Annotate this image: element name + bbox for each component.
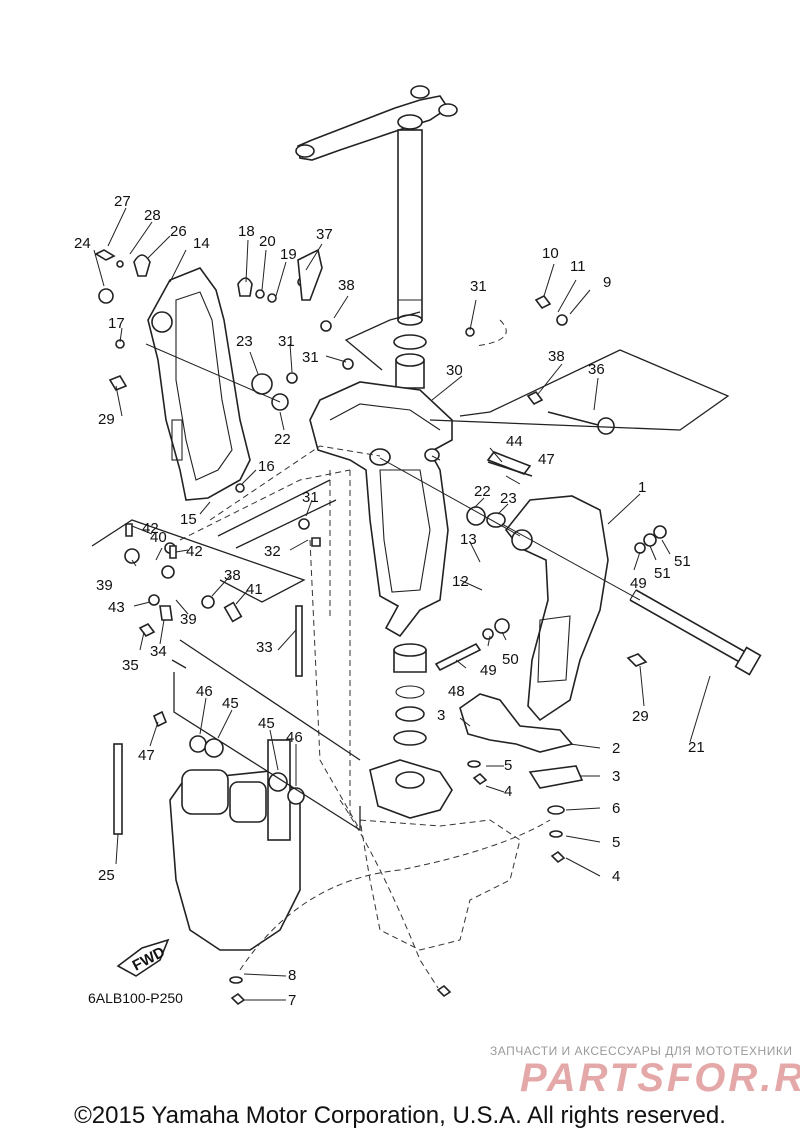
callout-32: 32	[264, 543, 281, 560]
callout-40: 40	[150, 529, 167, 546]
callout-29b: 29	[632, 708, 649, 725]
callout-labels: 1 2 3 3 4 4 5 5 6 7 8 9 10 11 12 13 14 1…	[74, 193, 705, 1009]
fasteners	[94, 248, 667, 1006]
callout-3a: 3	[437, 707, 445, 724]
callout-1: 1	[638, 479, 646, 496]
callout-7: 7	[288, 992, 296, 1009]
callout-13: 13	[460, 531, 477, 548]
callout-6: 6	[612, 800, 620, 817]
callout-5b: 5	[612, 834, 620, 851]
tilt-tube	[629, 589, 762, 676]
callout-41: 41	[246, 581, 263, 598]
callout-31c: 31	[302, 349, 319, 366]
callout-44: 44	[506, 433, 523, 450]
callout-38c: 38	[224, 567, 241, 584]
callout-20: 20	[259, 233, 276, 250]
callout-38a: 38	[338, 277, 355, 294]
callout-23a: 23	[236, 333, 253, 350]
callout-4a: 4	[504, 783, 512, 800]
callout-37: 37	[316, 226, 333, 243]
callout-3b: 3	[612, 768, 620, 785]
clamp-bracket-left	[147, 267, 251, 501]
callout-14: 14	[193, 235, 210, 252]
callout-45b: 45	[258, 715, 275, 732]
callout-16: 16	[258, 458, 275, 475]
callout-47b: 47	[138, 747, 155, 764]
callout-15: 15	[180, 511, 197, 528]
callout-50: 50	[502, 651, 519, 668]
lower-bushings	[393, 643, 427, 746]
callout-26: 26	[170, 223, 187, 240]
lower-yoke	[369, 759, 453, 819]
callout-8: 8	[288, 967, 296, 984]
callout-45a: 45	[222, 695, 239, 712]
callout-33: 33	[256, 639, 273, 656]
copyright-notice: ©2015 Yamaha Motor Corporation, U.S.A. A…	[74, 1102, 726, 1129]
callout-22a: 22	[274, 431, 291, 448]
mount-brackets	[459, 693, 584, 789]
callout-49a: 49	[630, 575, 647, 592]
clamp-bracket-right	[504, 495, 609, 722]
reference-lines	[91, 311, 730, 832]
callout-11: 11	[570, 258, 586, 275]
callout-28: 28	[144, 207, 161, 224]
callout-51a: 51	[654, 565, 671, 582]
leader-lines	[93, 207, 711, 1001]
callout-30: 30	[446, 362, 463, 379]
callout-47a: 47	[538, 451, 555, 468]
callout-25: 25	[98, 867, 115, 884]
callout-46b: 46	[286, 729, 303, 746]
callout-31b: 31	[278, 333, 295, 350]
callout-12: 12	[452, 573, 469, 590]
callout-5a: 5	[504, 757, 512, 774]
lower-casing-outline	[359, 819, 521, 951]
callout-27: 27	[114, 193, 131, 210]
callout-36: 36	[588, 361, 605, 378]
steering-shaft	[397, 129, 423, 326]
callout-43: 43	[108, 599, 125, 616]
callout-31a: 31	[470, 278, 487, 295]
callout-18: 18	[238, 223, 255, 240]
callout-10: 10	[542, 245, 559, 262]
callout-38b: 38	[548, 348, 565, 365]
callout-34: 34	[150, 643, 167, 660]
hose-routing	[179, 319, 551, 989]
callout-19: 19	[280, 246, 297, 263]
callout-39a: 39	[96, 577, 113, 594]
callout-46a: 46	[196, 683, 213, 700]
callout-51b: 51	[674, 553, 691, 570]
trim-tilt-unit	[169, 739, 301, 951]
callout-22b: 22	[474, 483, 491, 500]
callout-23b: 23	[500, 490, 517, 507]
callout-49b: 49	[480, 662, 497, 679]
callout-29a: 29	[98, 411, 115, 428]
callout-48: 48	[448, 683, 465, 700]
callout-2: 2	[612, 740, 620, 757]
watermark-tagline: ЗАПЧАСТИ И АКСЕССУАРЫ ДЛЯ МОТОТЕХНИКИ	[490, 1044, 793, 1058]
callout-35: 35	[122, 657, 139, 674]
callout-9: 9	[603, 274, 611, 291]
callout-4b: 4	[612, 868, 620, 885]
drawing-code: 6ALB100-P250	[88, 990, 183, 1006]
callout-31d: 31	[302, 489, 319, 506]
callout-24: 24	[74, 235, 91, 252]
callout-42b: 42	[186, 543, 203, 560]
callout-39b: 39	[180, 611, 197, 628]
watermark-logo: PARTSFOR.RU	[520, 1056, 800, 1100]
fwd-arrow	[116, 938, 170, 977]
steering-arm	[295, 85, 458, 161]
callout-21: 21	[688, 739, 705, 756]
callout-17: 17	[108, 315, 125, 332]
callout-42a: 42	[142, 520, 159, 537]
